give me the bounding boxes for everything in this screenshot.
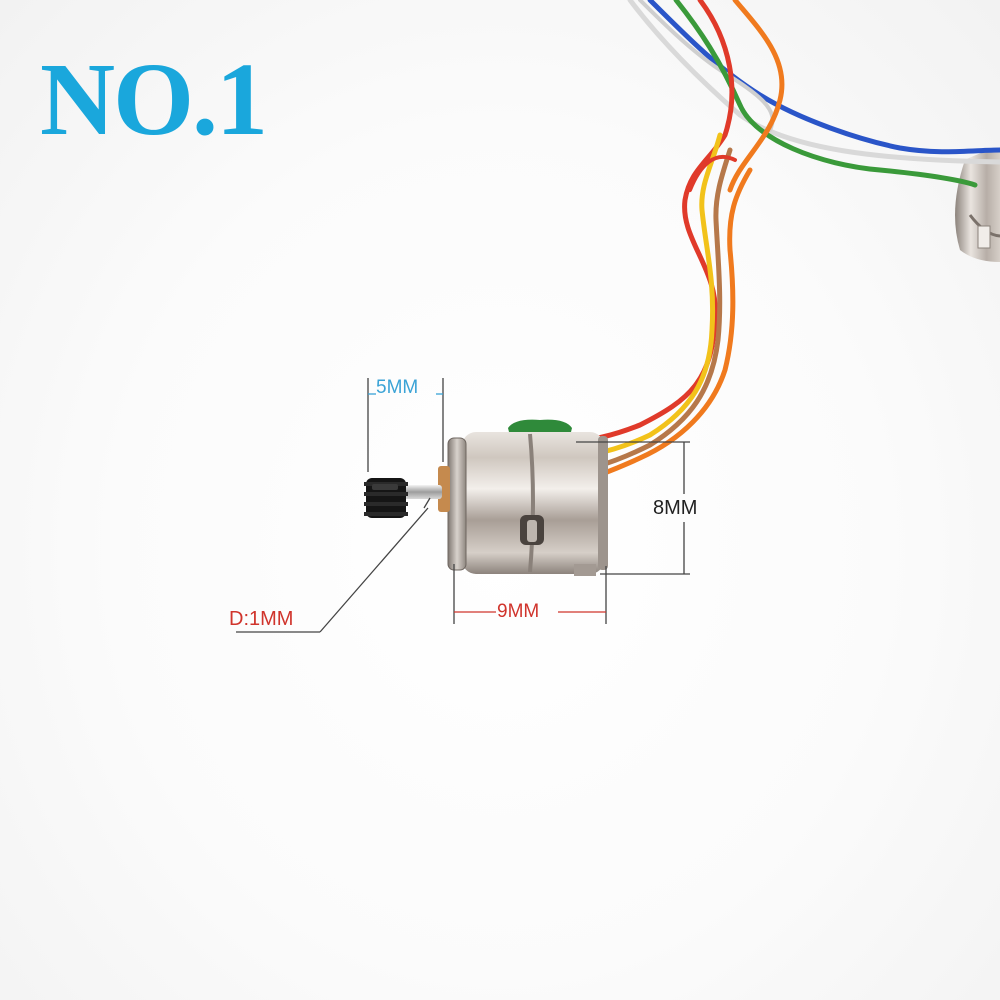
wire-green	[673, 0, 978, 188]
stepper-motor	[364, 419, 608, 576]
wire-orange	[597, 167, 753, 478]
motor-shaft	[400, 485, 442, 499]
product-variant-title: NO.1	[40, 42, 268, 157]
motor-flange	[447, 437, 467, 571]
motor-height-label: 8MM	[653, 497, 698, 519]
wire-yellow	[587, 132, 723, 458]
motor-width-label: 9MM	[497, 601, 540, 622]
wire-brown	[595, 147, 733, 469]
shaft-length-label: 5MM	[376, 377, 419, 398]
wire-red-2	[688, 154, 737, 192]
wire-white	[627, 0, 1000, 165]
pinion-gear	[364, 478, 408, 518]
wire-orange-top	[727, 0, 785, 193]
wire-blue	[647, 0, 1000, 155]
wire-white-2	[638, 0, 775, 132]
wire-red	[569, 0, 735, 445]
dimension-lines	[236, 378, 690, 633]
shaft-diameter-label: D:1MM	[229, 608, 294, 630]
wire-bundle	[569, 0, 1000, 478]
second-motor	[955, 148, 1000, 262]
green-connector	[508, 419, 572, 436]
